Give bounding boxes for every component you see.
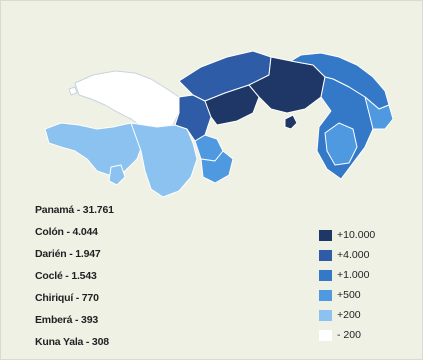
legend-label: +10.000: [337, 229, 376, 241]
legend-swatch: [319, 269, 332, 281]
stat-panama: Panamá - 31.761: [35, 204, 114, 216]
stat-chiriqui: Chiriquí - 770: [35, 292, 99, 304]
legend-item: +4.000: [319, 245, 419, 265]
legend-item: +200: [319, 305, 419, 325]
legend-swatch: [319, 309, 332, 321]
legend-label: +500: [337, 289, 361, 301]
region-chiriqui[interactable]: [44, 122, 144, 176]
stat-darien: Darién - 1.947: [35, 248, 101, 260]
legend-label: +1.000: [337, 269, 370, 281]
stat-embera: Emberá - 393: [35, 314, 98, 326]
region-veraguas[interactable]: [130, 122, 198, 198]
legend-item: +10.000: [319, 225, 419, 245]
legend-item: - 200: [319, 325, 419, 345]
island-bocas: [68, 86, 78, 96]
region-embera[interactable]: [324, 122, 358, 166]
legend-label: +4.000: [337, 249, 370, 261]
legend-swatch: [319, 229, 332, 241]
legend-swatch: [319, 329, 332, 341]
region-wargandi[interactable]: [364, 96, 394, 130]
legend-swatch: [319, 249, 332, 261]
stat-colon: Colón - 4.044: [35, 226, 98, 238]
legend-label: +200: [337, 309, 361, 321]
map-legend: +10.000 +4.000 +1.000 +500 +200 - 200: [319, 225, 419, 345]
region-bocas-del-toro[interactable]: [74, 70, 180, 128]
region-los-santos[interactable]: [200, 150, 234, 184]
legend-swatch: [319, 289, 332, 301]
region-panama-oeste[interactable]: [204, 84, 260, 126]
stat-kuna-yala: Kuna Yala - 308: [35, 336, 109, 348]
stat-cocle: Coclé - 1.543: [35, 270, 97, 282]
legend-item: +500: [319, 285, 419, 305]
island-pearl: [284, 114, 298, 130]
region-stats-list: Panamá - 31.761 Colón - 4.044 Darién - 1…: [35, 199, 205, 353]
island-coiba: [108, 164, 126, 186]
legend-label: - 200: [337, 329, 361, 341]
legend-item: +1.000: [319, 265, 419, 285]
